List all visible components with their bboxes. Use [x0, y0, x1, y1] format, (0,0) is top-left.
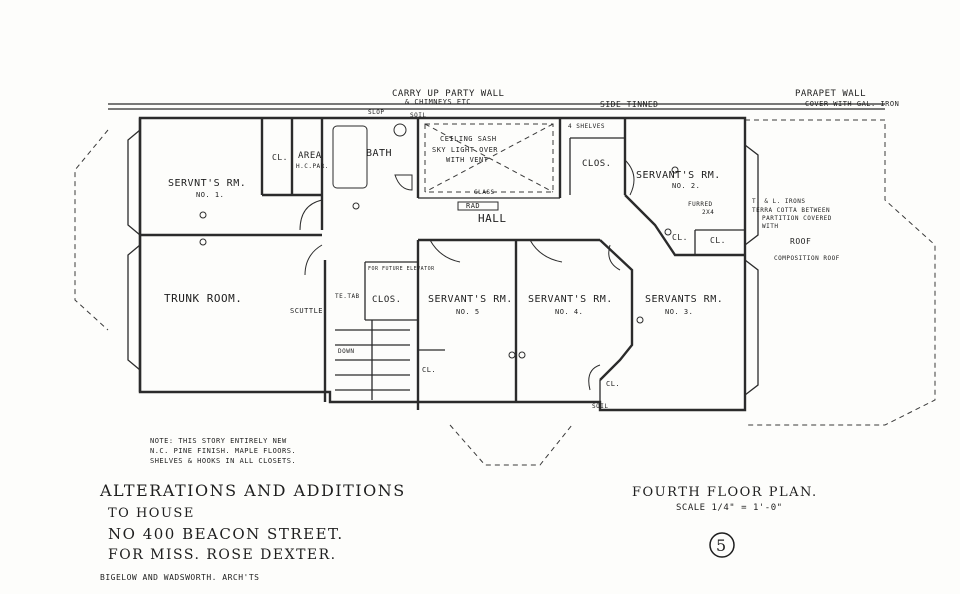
label-cl-2: CL. — [422, 366, 436, 374]
note-soil-top: SOIL — [410, 112, 426, 119]
room-area-sub: H.C.PAR. — [296, 163, 329, 170]
label-with: WITH — [762, 223, 778, 230]
plan-scale: SCALE 1/4" = 1'-0" — [676, 503, 783, 513]
room-servants-5-no: NO. 5 — [456, 308, 480, 316]
roof-outline-dashed — [74, 119, 936, 466]
room-clos-mid: CLOS. — [372, 295, 402, 305]
room-servants-2-no: NO. 2. — [672, 182, 700, 190]
room-servants-1-no: NO. 1. — [196, 191, 224, 199]
room-trunk: TRUNK ROOM. — [164, 292, 242, 305]
stairs — [335, 320, 410, 400]
title-line-1: ALTERATIONS AND ADDITIONS — [99, 481, 406, 500]
label-te-tab: TE.TAB — [335, 293, 360, 300]
note-line-1: NOTE: THIS STORY ENTIRELY NEW — [150, 437, 287, 445]
fixture-marks — [199, 166, 679, 359]
title-line-4: FOR MISS. ROSE DEXTER. — [108, 547, 337, 563]
room-servants-1: SERVNT'S RM. — [168, 178, 246, 189]
note-party-wall: CARRY UP PARTY WALL — [392, 89, 504, 99]
label-ceiling-sash: CEILING SASH — [440, 135, 497, 143]
note-chimneys: & CHIMNEYS ETC — [405, 98, 471, 106]
exterior-walls — [127, 116, 759, 412]
label-partition: PARTITION COVERED — [762, 215, 832, 222]
label-future-elevator: FOR FUTURE ELEVATOR — [368, 266, 435, 272]
title-line-5: BIGELOW AND WADSWORTH. ARCH'TS — [100, 573, 260, 582]
room-clos-top: CLOS. — [582, 159, 612, 169]
title-line-3: NO 400 BEACON STREET. — [108, 525, 344, 543]
room-servants-3: SERVANTS RM. — [645, 294, 723, 305]
label-furred: FURRED — [688, 201, 713, 208]
label-tl-irons: T. & L. IRONS — [752, 198, 805, 205]
label-roof: ROOF — [790, 237, 811, 246]
label-glass: GLASS — [474, 189, 495, 196]
label-scuttle: SCUTTLE — [290, 307, 323, 315]
party-wall-line — [108, 103, 885, 110]
label-cl-5: CL. — [710, 236, 726, 245]
note-line-3: SHELVES & HOOKS IN ALL CLOSETS. — [150, 457, 296, 465]
note-parapet-wall: PARAPET WALL — [795, 89, 866, 99]
label-cl-4: CL. — [672, 233, 688, 242]
bath-fixtures — [332, 123, 413, 191]
label-terra-cotta: TERRA COTTA BETWEEN — [752, 207, 830, 214]
room-servants-2: SERVANT'S RM. — [636, 170, 721, 181]
label-skylight: SKY LIGHT OVER — [432, 146, 498, 154]
sheet-number-badge: 5 — [709, 532, 735, 558]
title-line-2: TO HOUSE — [108, 506, 195, 521]
note-slop: SLOP — [368, 109, 384, 116]
interior-walls — [140, 118, 745, 410]
plan-title: FOURTH FLOOR PLAN. — [632, 485, 818, 500]
sheet-number: 5 — [716, 536, 728, 555]
label-rad: RAD — [466, 202, 480, 210]
label-with-vent: WITH VENT — [446, 156, 489, 164]
door-swings — [299, 159, 635, 391]
label-cl-1: CL. — [272, 153, 288, 162]
label-hall: HALL — [478, 212, 507, 225]
note-cover-galv: COVER WITH GAL. IRON — [805, 100, 899, 108]
room-area: AREA — [298, 151, 322, 161]
label-down: DOWN — [338, 348, 354, 355]
note-side-tinned: SIDE TINNED — [600, 100, 658, 109]
room-servants-3-no: NO. 3. — [665, 308, 693, 316]
label-furred-size: 2X4 — [702, 209, 714, 216]
label-composition-roof: COMPOSITION ROOF — [774, 255, 840, 262]
label-4-shelves: 4 SHELVES — [568, 123, 605, 130]
skylight — [424, 123, 554, 193]
label-cl-3: CL. — [606, 380, 620, 388]
room-servants-5: SERVANT'S RM. — [428, 294, 513, 305]
label-soil-bottom: SOIL — [592, 403, 608, 410]
note-line-2: N.C. PINE FINISH. MAPLE FLOORS. — [150, 447, 296, 455]
room-servants-4-no: NO. 4. — [555, 308, 583, 316]
room-bath: BATH — [366, 148, 392, 159]
room-servants-4: SERVANT'S RM. — [528, 294, 613, 305]
